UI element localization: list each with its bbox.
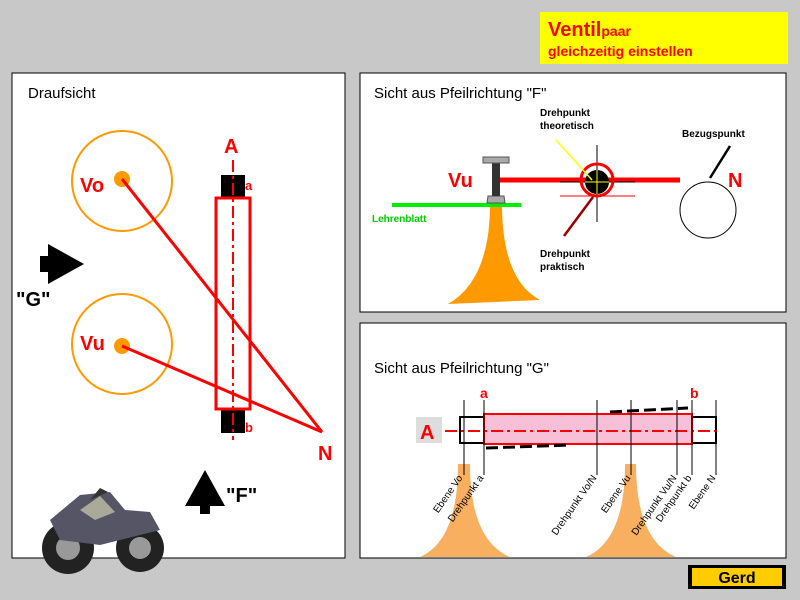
label-point-b: b	[245, 420, 253, 435]
label-vu: Vu	[448, 170, 473, 192]
rocker-arm	[483, 413, 693, 445]
label-axis-a: A	[224, 136, 238, 158]
valve	[448, 204, 540, 304]
logo-text: Gerd	[718, 570, 755, 587]
label-point-b: b	[690, 385, 699, 401]
valve-vo	[420, 464, 510, 557]
label-vu: Vu	[80, 333, 105, 355]
label-vo: Vo	[80, 175, 104, 197]
label-lehrenblatt: Lehrenblatt	[372, 214, 427, 225]
label-bezugspunkt: Bezugspunkt	[682, 129, 745, 140]
panel-heading: Sicht aus Pfeilrichtung "F"	[374, 85, 546, 102]
view-g-panel: Sicht aus Pfeilrichtung "G" A a b Ebene …	[359, 322, 787, 559]
pivot-circle	[579, 162, 615, 198]
title-subtitle: gleichzeitig einstellen	[548, 43, 693, 59]
panel-heading: Sicht aus Pfeilrichtung "G"	[374, 360, 549, 377]
title-box: Ventilpaar gleichzeitig einstellen	[540, 12, 788, 64]
motorcycle-image	[42, 488, 164, 574]
view-f-panel: Sicht aus Pfeilrichtung "F" Lehrenblatt …	[359, 72, 787, 313]
top-view-panel: Draufsicht Vo Vu A a b N "G" "F"	[11, 72, 346, 574]
arrow-g-icon	[40, 244, 84, 284]
panel-heading: Draufsicht	[28, 85, 96, 102]
label-axis-a: A	[420, 422, 434, 444]
label-f: "F"	[226, 485, 257, 507]
logo: Gerd	[688, 565, 786, 589]
valve-vu	[586, 464, 676, 557]
valve-vu-circle	[71, 293, 173, 395]
label-g: "G"	[16, 289, 51, 311]
label-point-a: a	[480, 385, 488, 401]
label-n: N	[728, 170, 742, 192]
label-point-a: a	[245, 178, 253, 193]
title-suffix: paar	[601, 23, 631, 39]
valve-vo-circle	[71, 130, 173, 232]
cam-circle	[679, 181, 737, 239]
arrow-f-icon	[185, 470, 225, 514]
svg-text:Ventilpaar: Ventilpaar	[548, 19, 631, 41]
title-main: Ventil	[548, 19, 601, 41]
label-n: N	[318, 443, 332, 465]
